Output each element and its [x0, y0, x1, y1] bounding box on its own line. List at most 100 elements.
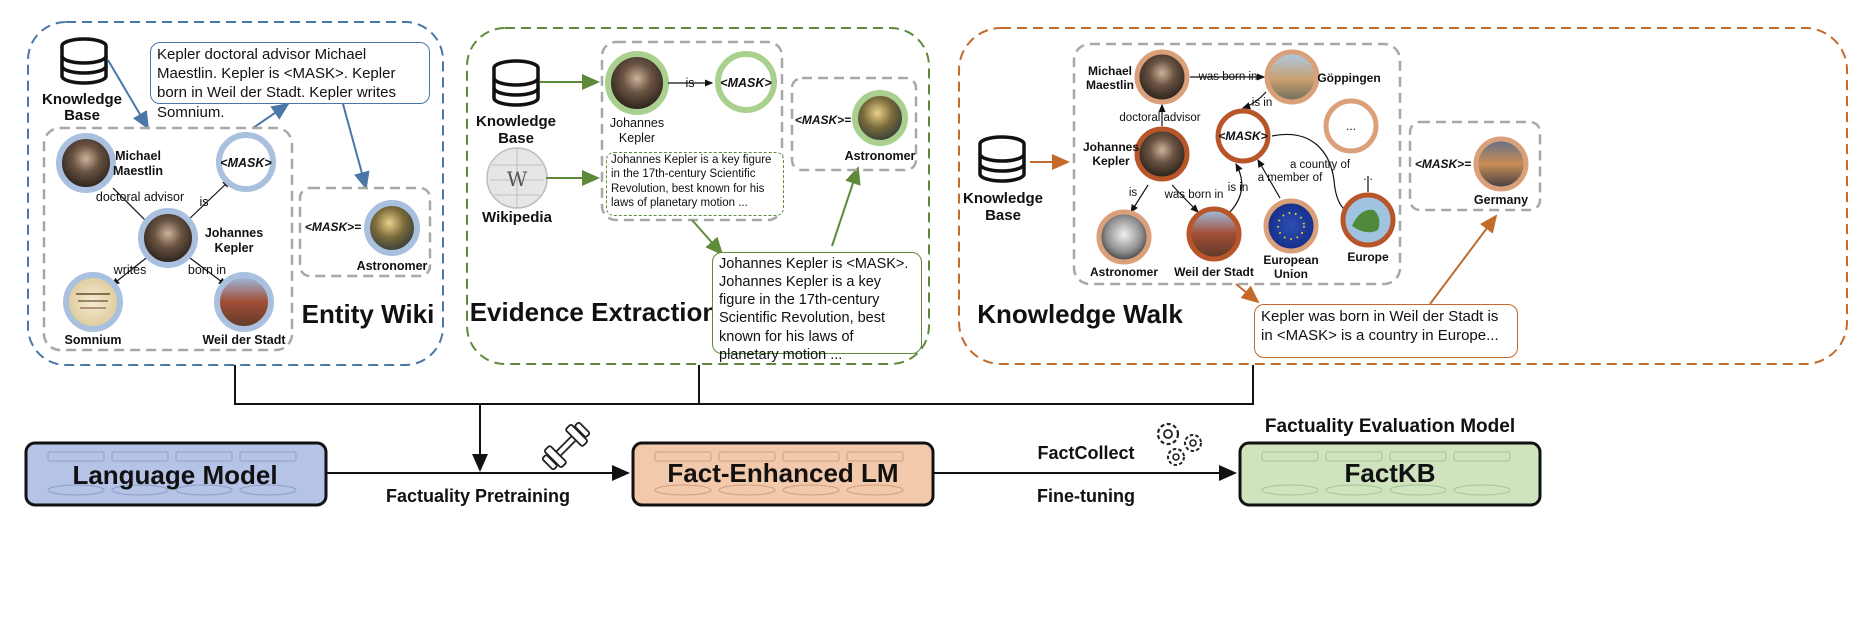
- svg-text:a country of: a country of: [1290, 159, 1351, 171]
- knowledge-graph-box: [1072, 42, 1402, 286]
- svg-text:is in: is in: [1228, 182, 1248, 194]
- node-weil-der-stadt: Weil der Stadt: [202, 272, 286, 347]
- node-european-union: European Union: [1263, 198, 1319, 281]
- svg-text:<MASK>: <MASK>: [1218, 129, 1267, 143]
- kb-label-line1: Knowledge: [476, 113, 556, 130]
- factkb-block: FactKB: [1238, 441, 1542, 507]
- edge-doctoral-advisor: doctoral advisor: [96, 190, 184, 204]
- panel-title-evidence-extraction: Evidence Extraction: [470, 297, 719, 327]
- svg-text:European: European: [1263, 253, 1318, 267]
- node-europe: Europe: [1340, 192, 1396, 264]
- entity-wiki-text-box: Kepler doctoral advisor Michael Maestlin…: [150, 42, 430, 121]
- evidence-snippet-box: Johannes Kepler is a key figure in the 1…: [606, 152, 784, 216]
- svg-text:is in: is in: [1252, 97, 1272, 109]
- entity-graph-box: [42, 126, 294, 352]
- kb-to-graph-arrow: [107, 59, 150, 130]
- svg-text:...: ...: [1363, 171, 1373, 183]
- language-model-block: Language Model: [24, 441, 328, 507]
- node-mask: <MASK>: [216, 132, 276, 192]
- svg-text:was born in: was born in: [1164, 189, 1224, 201]
- kb-label-line2: Base: [64, 107, 100, 124]
- answer-astronomer: Astronomer: [357, 259, 428, 273]
- kb-label-line1: Knowledge: [963, 190, 1043, 207]
- svg-text:Michael: Michael: [115, 149, 161, 163]
- kb-label-line1: Knowledge: [42, 91, 122, 108]
- node-johannes-kepler: Johannes Kepler: [138, 208, 263, 268]
- answer-mask-label: <MASK>=: [305, 220, 361, 234]
- answer-mask-label: <MASK>=: [1415, 157, 1471, 171]
- entity-wiki-panel: [27, 21, 444, 366]
- node-johannes-kepler: Johannes Kepler: [1083, 126, 1190, 182]
- svg-text:<MASK>: <MASK>: [720, 76, 772, 90]
- text-to-answer-arrow: [342, 103, 370, 190]
- svg-text:Fact-Enhanced LM: Fact-Enhanced LM: [667, 458, 898, 488]
- node-mask: <MASK>: [715, 51, 777, 113]
- node-mask: <MASK>: [1215, 108, 1271, 164]
- svg-text:Johannes: Johannes: [1083, 140, 1139, 154]
- panel-title-entity-wiki: Entity Wiki: [302, 299, 435, 329]
- database-icon: [978, 135, 1026, 183]
- node-weil-der-stadt: Weil der Stadt: [1174, 206, 1254, 279]
- svg-text:Kepler: Kepler: [1092, 154, 1130, 168]
- svg-text:Weil der Stadt: Weil der Stadt: [202, 333, 286, 347]
- knowledge-walk-panel: [958, 27, 1848, 365]
- walk-answer-box: [1408, 120, 1542, 212]
- node-goppingen: Göppingen: [1264, 49, 1381, 105]
- kb-label-line2: Base: [498, 130, 534, 147]
- fact-enhanced-lm-block: Fact-Enhanced LM: [631, 441, 935, 507]
- answer-astronomer: Astronomer: [845, 149, 916, 163]
- node-michael-maestlin: Michael Maestlin: [1086, 49, 1190, 105]
- svg-text:Union: Union: [1274, 267, 1308, 281]
- label-factuality-pretraining: Factuality Pretraining: [386, 486, 570, 506]
- node-somnium: Somnium: [63, 272, 123, 347]
- svg-text:<MASK>: <MASK>: [220, 156, 272, 170]
- svg-text:FactKB: FactKB: [1344, 458, 1435, 488]
- evidence-snippet-text: Johannes Kepler is a key figure in the 1…: [611, 154, 772, 210]
- database-icon: [492, 59, 540, 107]
- database-icon: [60, 37, 108, 85]
- svg-text:a member of: a member of: [1258, 172, 1323, 184]
- knowledge-walk-output-text: Kepler was born in Weil der Stadt is in …: [1261, 308, 1499, 344]
- svg-text:doctoral advisor: doctoral advisor: [1119, 112, 1200, 124]
- svg-text:Language Model: Language Model: [72, 460, 277, 490]
- wikipedia-label: Wikipedia: [482, 209, 553, 226]
- edge-born-in: born in: [188, 263, 226, 277]
- svg-text:Kepler: Kepler: [619, 131, 655, 145]
- svg-text:W: W: [507, 167, 528, 191]
- edge-is: is: [199, 195, 208, 209]
- label-factuality-evaluation-model: Factuality Evaluation Model: [1265, 416, 1515, 437]
- dumbbell-icon: [541, 421, 591, 471]
- answer-germany: Germany: [1474, 193, 1528, 207]
- svg-text:Michael: Michael: [1088, 64, 1132, 78]
- evidence-panel: [466, 27, 930, 365]
- evidence-output-box: Johannes Kepler is <MASK>. Johannes Kepl…: [712, 252, 922, 363]
- graph-to-text-arrow: [252, 102, 290, 129]
- entity-wiki-text: Kepler doctoral advisor Michael Maestlin…: [157, 46, 396, 121]
- node-michael-maestlin: Michael Maestlin: [56, 133, 163, 193]
- kb-label-line2: Base: [985, 207, 1021, 224]
- gears-icon: [1156, 422, 1202, 466]
- label-factcollect: FactCollect: [1037, 443, 1134, 463]
- edge-writes: writes: [113, 263, 147, 277]
- svg-text:Göppingen: Göppingen: [1317, 71, 1380, 85]
- svg-text:Astronomer: Astronomer: [1090, 265, 1158, 279]
- panel-title-knowledge-walk: Knowledge Walk: [977, 299, 1183, 329]
- answer-mask-label: <MASK>=: [795, 113, 851, 127]
- svg-text:is: is: [1129, 187, 1138, 199]
- svg-text:Kepler: Kepler: [215, 241, 254, 255]
- evidence-output-text: Johannes Kepler is <MASK>. Johannes Kepl…: [719, 256, 909, 363]
- astronomer-painting: [364, 200, 420, 256]
- svg-text:Weil der Stadt: Weil der Stadt: [1174, 265, 1254, 279]
- svg-text:Somnium: Somnium: [65, 333, 122, 347]
- svg-text:Johannes: Johannes: [205, 226, 263, 240]
- germany-photo: [1473, 136, 1529, 192]
- evidence-answer-box: [790, 76, 918, 172]
- node-ellipsis: ...: [1323, 98, 1379, 154]
- astronomer-painting: [852, 90, 908, 146]
- knowledge-walk-output-box: Kepler was born in Weil der Stadt is in …: [1254, 304, 1518, 358]
- label-fine-tuning: Fine-tuning: [1037, 486, 1135, 506]
- node-astronomer: Astronomer: [1090, 209, 1158, 279]
- svg-text:Maestlin: Maestlin: [1086, 78, 1134, 92]
- svg-text:was born in: was born in: [1198, 71, 1258, 83]
